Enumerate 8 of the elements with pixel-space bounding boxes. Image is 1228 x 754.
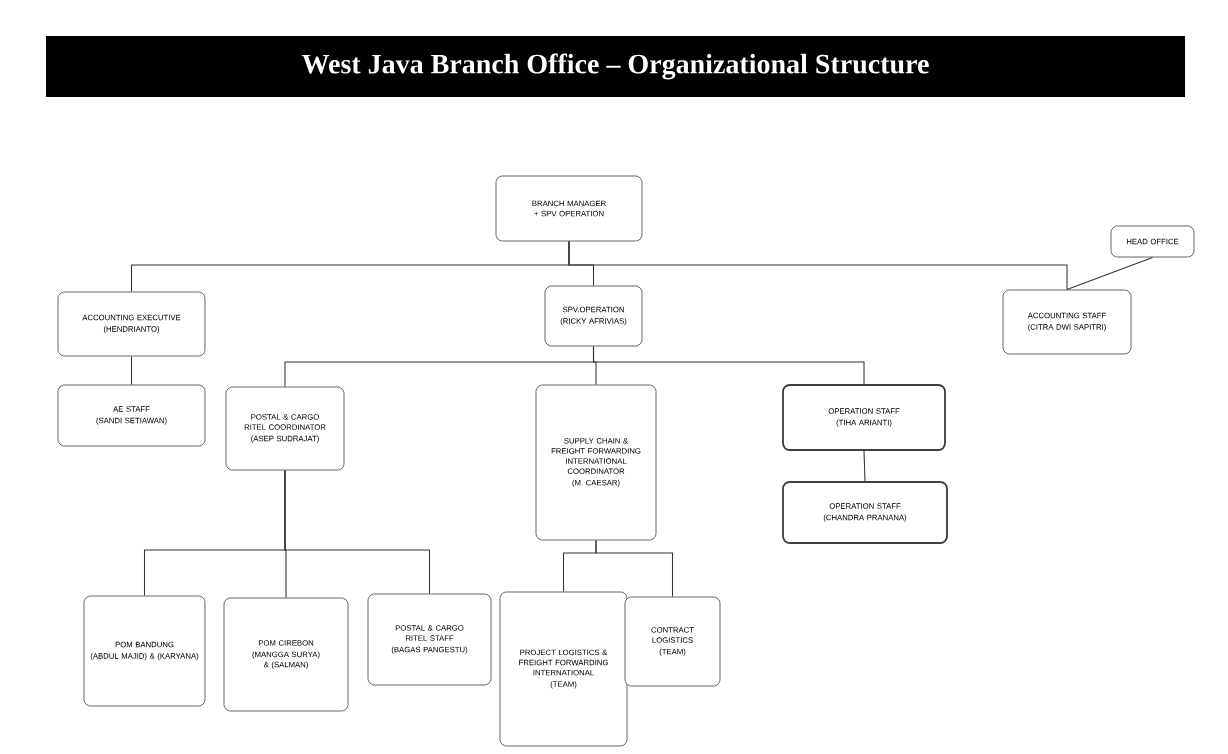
connector-line: [1066, 256, 1154, 291]
connector-line: [595, 539, 674, 598]
connector-line: [863, 450, 866, 482]
connector-line: [130, 355, 133, 386]
title-banner: West Java Branch Office – Organizational Structure: [46, 36, 1185, 97]
connector-line: [568, 240, 1068, 291]
connector-line: [284, 469, 431, 595]
connector-line: [592, 345, 865, 385]
